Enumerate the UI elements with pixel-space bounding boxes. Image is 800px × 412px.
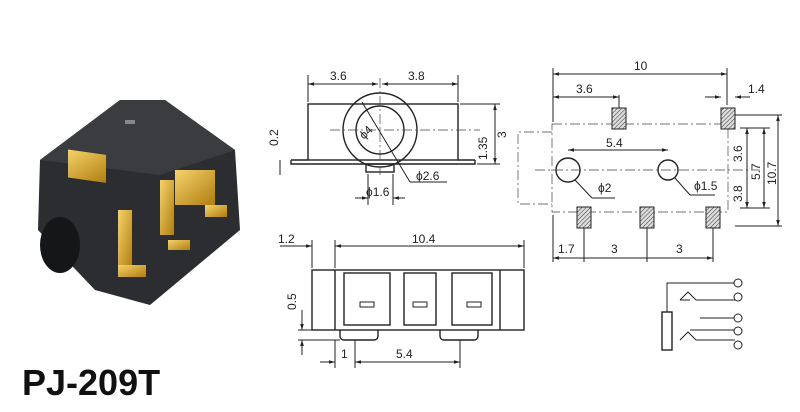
dim-label: 10.4 bbox=[412, 232, 436, 246]
product-title: PJ-209T bbox=[22, 362, 161, 403]
dim-label: 1.35 bbox=[476, 136, 490, 160]
dim-label: 3.8 bbox=[731, 185, 745, 202]
dim-label: 5.4 bbox=[396, 347, 413, 361]
dim-label: ϕ1.6 bbox=[366, 185, 390, 199]
side-view: 1.2 10.4 0.5 1 5.4 bbox=[278, 232, 525, 368]
dim-label: ϕ1.5 bbox=[694, 179, 718, 193]
dim-label: 10 bbox=[634, 59, 648, 73]
dim-label: 5.7 bbox=[749, 163, 763, 180]
dim-label: ϕ2 bbox=[598, 181, 612, 195]
dim-label: 3.8 bbox=[408, 69, 425, 83]
dim-label: 3 bbox=[495, 131, 509, 138]
product-photo bbox=[38, 100, 240, 305]
dim-label: 3 bbox=[676, 242, 683, 256]
dim-label: 1.2 bbox=[278, 232, 295, 246]
circuit-schematic bbox=[661, 278, 743, 351]
dim-label: ϕ2.6 bbox=[416, 169, 440, 183]
dim-label: 1.4 bbox=[748, 82, 765, 96]
dim-label: 3.6 bbox=[330, 69, 347, 83]
dim-label: 5.4 bbox=[606, 136, 623, 150]
dim-label: 3.6 bbox=[731, 145, 745, 162]
top-view: 10 3.6 1.4 5.4 ϕ2 ϕ1.5 3.6 3.8 5.7 10.7 … bbox=[517, 59, 782, 262]
dim-label: 10.7 bbox=[765, 161, 779, 185]
dim-label: 1 bbox=[341, 347, 348, 361]
dim-label: 1.7 bbox=[558, 242, 575, 256]
front-view: 3.6 3.8 0.2 1.35 3 ϕ4 ϕ2.6 ϕ1.6 bbox=[267, 69, 509, 205]
dim-label: ϕ4 bbox=[356, 123, 376, 143]
dim-label: 3 bbox=[611, 242, 618, 256]
dim-label: 0.2 bbox=[267, 129, 281, 146]
dim-label: 0.5 bbox=[285, 293, 299, 310]
dim-label: 3.6 bbox=[576, 82, 593, 96]
